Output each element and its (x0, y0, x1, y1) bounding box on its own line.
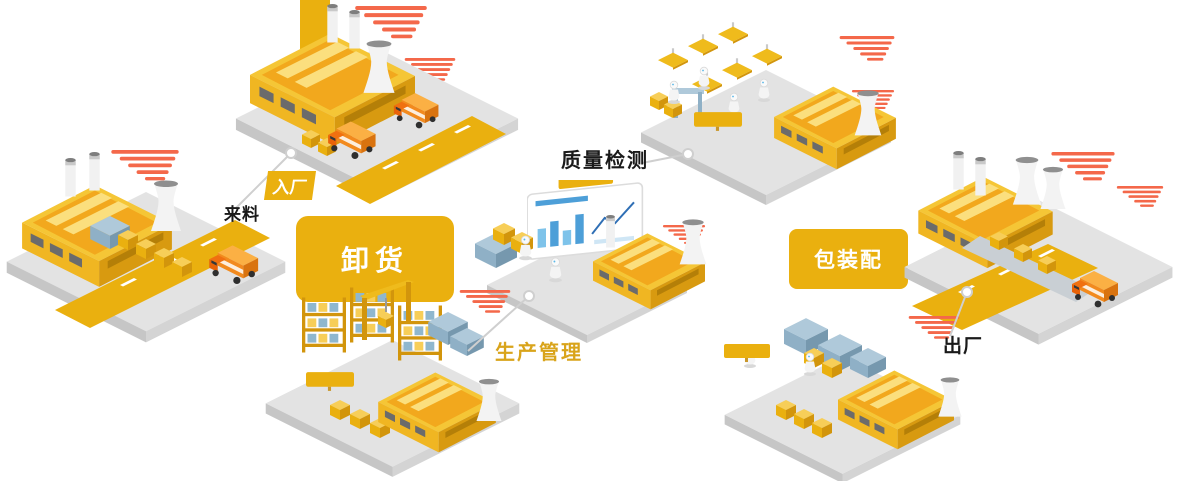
connector-shipping (949, 286, 973, 337)
scene-incoming-materials (6, 150, 286, 343)
connector-incoming (235, 147, 297, 209)
storage-rack (302, 297, 346, 353)
scene-production-line (475, 180, 707, 343)
chimney-icon (953, 151, 964, 190)
cooling-tower-icon (1012, 156, 1042, 205)
inspection-canopy (752, 44, 782, 66)
chimney-icon (327, 4, 338, 43)
unloading-label-plate: 卸货 (296, 216, 454, 302)
incoming-material-label: 来料 (224, 205, 260, 224)
packaging-label: 包装配 (814, 249, 883, 272)
speed-stripes-decoration (839, 36, 895, 61)
inspection-canopy (718, 22, 748, 44)
gantry-crane (360, 280, 414, 340)
scene-warehouse (265, 280, 520, 477)
production-mgmt-label: 生产管理 (495, 342, 583, 364)
shipping-label: 出厂 (943, 336, 984, 357)
scene-quality-inspection (641, 22, 896, 205)
speed-stripes-decoration (1116, 186, 1164, 207)
chimney-icon (349, 10, 360, 49)
speed-stripes-decoration (111, 150, 179, 181)
scene-shipping (904, 151, 1173, 345)
callout-connectors (235, 147, 973, 352)
connector-quality (641, 148, 694, 164)
unloading-label: 卸货 (340, 245, 409, 276)
inspection-canopy (658, 48, 688, 70)
conveyor-belt (962, 236, 1094, 302)
chimney-icon (606, 214, 615, 248)
inspector-robot (667, 80, 681, 105)
cooling-tower-icon (1040, 166, 1066, 209)
inspection-canopy (722, 58, 752, 80)
chimney-icon (65, 158, 76, 197)
incoming-gate-label: 入厂 (263, 171, 317, 200)
inspector-robot (697, 66, 711, 91)
connector-production (467, 290, 535, 352)
speed-stripes-decoration (1051, 152, 1115, 181)
workshop-sign (724, 344, 770, 362)
scene-unloading-dock (235, 0, 519, 204)
chimney-icon (89, 152, 100, 191)
factory-road (55, 220, 270, 328)
chimney-icon (975, 157, 986, 196)
quality-check-label: 质量检测 (561, 150, 649, 172)
speed-stripes-decoration (355, 6, 427, 39)
packaging-label-plate: 包装配 (789, 229, 908, 289)
scene-packaging-workshop (724, 316, 962, 481)
road-dashes (382, 125, 471, 170)
inspection-canopy (688, 34, 718, 56)
factory-road (336, 116, 506, 204)
